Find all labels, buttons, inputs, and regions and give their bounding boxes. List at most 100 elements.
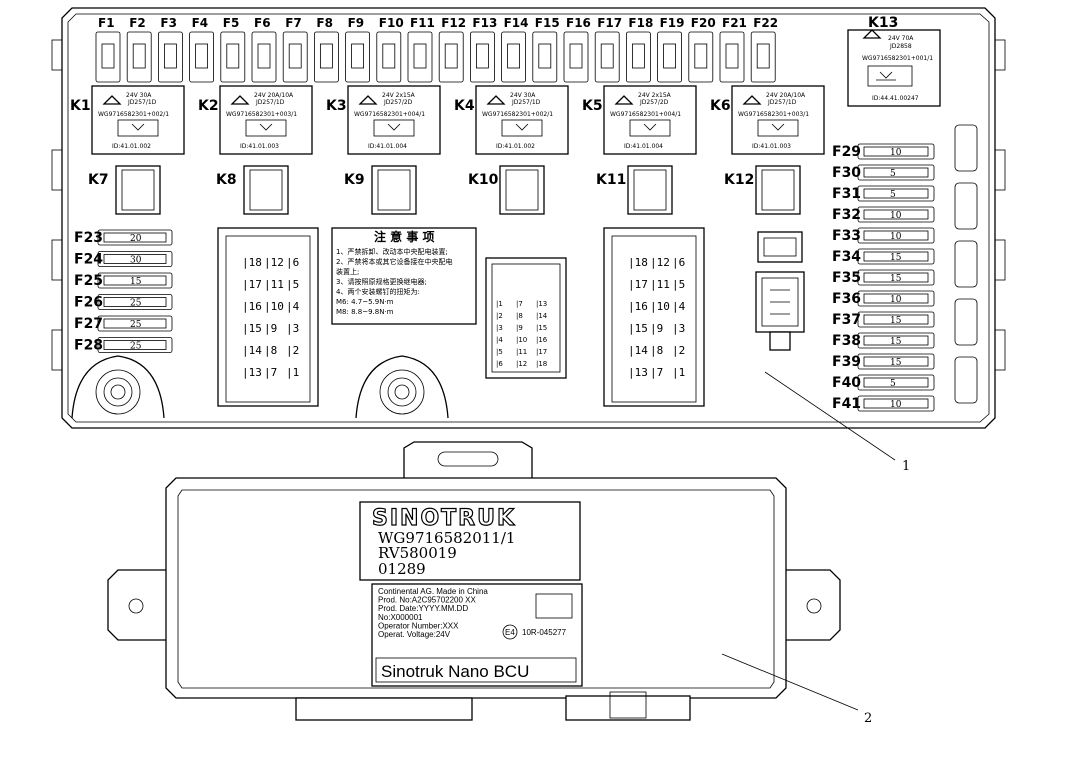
relay-part: JD257/1D: [511, 99, 541, 106]
fuse-f15: [532, 31, 558, 83]
callout-1-label: 1: [902, 459, 910, 474]
relay-part: JD257/1D: [767, 99, 797, 106]
diagnostic-socket: [755, 231, 805, 351]
pin-label: |8: [650, 344, 663, 357]
pin-label: |4: [286, 300, 300, 313]
fuse-label-f29: F29: [832, 144, 861, 160]
connector-left: |18|12|6|17|11|5|16|10|4|15|9|3|14|8|2|1…: [217, 227, 319, 407]
fuse-label-f27: F27: [74, 316, 103, 332]
fuse-window: [195, 43, 209, 69]
relay-model: WG9716582301+004/1: [354, 111, 425, 118]
pin-label: |10: [516, 336, 527, 344]
fuse-window: [103, 275, 167, 286]
pin-label: |9: [650, 322, 663, 335]
fuse-f26: [97, 294, 173, 310]
relay-rating: 24V 30A: [510, 92, 536, 99]
relay-cover: [505, 169, 539, 211]
relay-k13-model: WG9716582301+001/1: [862, 55, 933, 62]
fuse-f27: [97, 315, 173, 332]
notice-line: 1、严禁拆卸、改动本中央配电装置;: [336, 247, 448, 256]
fuse-window: [103, 340, 167, 350]
fuse-window: [444, 43, 458, 69]
fuse-label-f24: F24: [74, 252, 103, 268]
notice-line: M6: 4.7~5.9N·m: [336, 298, 394, 306]
fuse-f34: [857, 248, 935, 265]
relay-part: JD257/1D: [255, 99, 285, 106]
fuse-label-f13: F13: [472, 16, 497, 30]
bcu-brand: SINOTRUK: [372, 506, 516, 531]
pin-label: |14: [628, 344, 648, 357]
pin-label: |14: [536, 312, 548, 320]
relay-code: ID:41.01.004: [624, 143, 663, 150]
pin-label: |8: [516, 312, 523, 320]
fuse-window: [103, 318, 167, 329]
fuse-value: 25: [130, 320, 142, 330]
relay-k13-part: JD2858: [889, 43, 912, 50]
fuse-value: 10: [890, 295, 902, 305]
relay-schematic: [501, 119, 543, 137]
coil-icon: [387, 123, 401, 131]
relay-k13-rating: 24V 70A: [888, 35, 914, 42]
relay-label: K5: [582, 98, 603, 114]
pin-label: |1: [496, 300, 503, 308]
fuse-label-f19: F19: [660, 16, 685, 30]
fuse-window: [538, 43, 552, 69]
fuse-window: [475, 43, 489, 69]
notice-line: 装置上;: [336, 267, 359, 276]
fuse-f37: [857, 311, 935, 328]
relay-cover: [249, 169, 283, 211]
bcu-label-line: Operator Number:XXX: [378, 621, 459, 630]
pin-label: |17: [242, 278, 262, 291]
relay-code: ID:41.01.004: [368, 143, 407, 150]
fuse-window: [600, 43, 614, 69]
relay-code: ID:41.01.003: [752, 143, 791, 150]
pin-label: |1: [672, 366, 685, 379]
relay-label: K2: [198, 98, 219, 114]
fuse-label-f36: F36: [832, 291, 861, 307]
relay-label: K4: [454, 98, 475, 114]
pin-label: |7: [516, 300, 523, 308]
notice-line: 4、两个安装螺钉的扭矩为:: [336, 287, 420, 296]
fuse-value: 15: [890, 253, 902, 263]
pin-label: |15: [628, 322, 648, 335]
fuse-value: 15: [890, 274, 902, 284]
fuse-window: [632, 43, 645, 69]
pin-label: |16: [628, 300, 648, 313]
fuse-label-f1: F1: [98, 16, 115, 30]
fuse-label-f20: F20: [691, 16, 716, 30]
fuse-label-f33: F33: [832, 228, 861, 244]
notice-line: M8: 8.8~9.8N·m: [336, 308, 394, 316]
notice-panel: 注 意 事 项1、严禁拆卸、改动本中央配电装置;2、严禁将本或其它设备接在中央配…: [331, 227, 477, 325]
pin-label: |10: [264, 300, 284, 313]
fuse-f30: [857, 164, 935, 181]
pin-label: |2: [496, 312, 503, 320]
notice-line: 3、请按照原规格更换继电器;: [336, 277, 427, 286]
fuse-window: [103, 254, 167, 264]
relay-k9: [371, 165, 417, 215]
relay-model: WG9716582301+004/1: [610, 111, 681, 118]
fuse-window: [288, 43, 302, 69]
relay-k7: [115, 165, 161, 215]
bcu-label-line: No:X000001: [378, 613, 423, 622]
relay-cover: [121, 169, 155, 211]
relay-label-k8: K8: [216, 172, 237, 188]
fuse-value: 10: [890, 211, 902, 221]
fuse-label-f5: F5: [223, 16, 240, 30]
sinotruk-logo-icon: [358, 95, 378, 105]
relay-cover: [377, 169, 411, 211]
relay-label-k7: K7: [88, 172, 109, 188]
pin-label: |2: [672, 344, 685, 357]
fuse-window: [226, 43, 240, 69]
fuse-label-f25: F25: [74, 273, 103, 289]
bcu-label-line: Operat. Voltage:24V: [378, 630, 451, 639]
relay-code: ID:41.01.002: [496, 143, 535, 150]
relay-model: WG9716582301+002/1: [482, 111, 553, 118]
pin-label: |13: [242, 366, 262, 379]
relay-code: ID:41.01.002: [112, 143, 151, 150]
